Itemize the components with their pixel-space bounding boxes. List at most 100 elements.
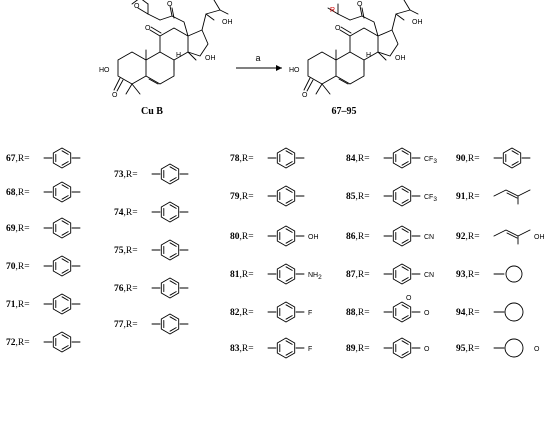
r-group-entry: 79,R= [230,185,305,207]
entry-label: 90,R= [456,154,480,164]
product-label: 67–95 [332,106,357,117]
entry-label: 85,R= [346,192,370,202]
entry-suffix: ,R= [124,170,138,180]
entry-number: 79 [230,192,240,202]
r-group-entry: 90,R= [456,147,531,169]
entry-label: 81,R= [230,270,254,280]
product-structure [303,0,419,95]
entry-number: 70 [6,262,16,272]
r-group-entry: 85,R= CF3 [346,185,437,207]
entry-number: 78 [230,154,240,164]
ring-double-bond [169,327,177,332]
entry-suffix: ,R= [16,154,30,164]
ring-double-bond [285,266,293,271]
entry-label: 91,R= [456,192,480,202]
reactant-o-atom: O [112,92,118,99]
entry-atom-label: CF3 [424,194,437,203]
reaction-arrow [236,65,282,71]
entry-number: 71 [6,300,16,310]
ring-double-bond [401,239,409,244]
entry-structure: O [493,338,540,358]
ring-double-bond [169,291,177,296]
entry-atom-label: CF3 [424,156,437,165]
reactant-atom-labels: HO O O OH OH O O H [99,1,233,99]
entry-suffix: ,R= [16,338,30,348]
ring-double-bond [285,150,293,155]
entry-structure [493,147,531,169]
ring-bond [392,185,412,207]
r-group-entry: 82,R=F [230,301,312,323]
ring-double-bond [169,253,177,258]
ring-double-bond [61,150,69,155]
r-group-entry: 91,R= [456,189,531,205]
r-group-entry: 94,R= [456,302,524,322]
ring-bond [502,147,522,169]
entry-structure: OO [383,295,430,323]
entry-structure: O [383,337,430,359]
r-group-entry: 77,R= [114,313,189,335]
ring-bond [276,147,296,169]
ring-double-bond [285,315,293,320]
product-side-o-atom: O [357,1,363,8]
r-group-entry: 70,R= [6,255,81,277]
ring-double-bond [401,277,409,282]
reactant-side-oh-atom: OH [222,19,233,26]
ring-bond [392,225,412,247]
product-atom-labels: R HO O O OH OH O H [289,1,423,99]
entry-label: 71,R= [6,300,30,310]
ring-double-bond [511,161,519,166]
entry-structure [493,189,531,205]
entry-label: 82,R= [230,308,254,318]
ring-double-bond [169,204,177,209]
entry-label: 87,R= [346,270,370,280]
ring-double-bond [401,304,409,309]
entry-suffix: ,R= [356,308,370,318]
entry-label: 77,R= [114,320,138,330]
product-c11-o-atom: O [335,25,341,32]
entry-number: 95 [456,344,466,354]
entry-number: 73 [114,170,124,180]
entry-label: 92,R= [456,232,480,242]
reactant-h-atom: H [176,52,181,59]
entry-number: 94 [456,308,466,318]
entry-label: 78,R= [230,154,254,164]
r-group-entry: 80,R=OH [230,225,319,247]
ring-bond [276,263,296,285]
entry-suffix: ,R= [356,192,370,202]
entry-suffix: ,R= [240,344,254,354]
ring-double-bond [169,166,177,171]
entry-label: 72,R= [6,338,30,348]
entry-suffix: ,R= [16,262,30,272]
ring-double-bond [285,340,293,345]
ring-double-bond [401,161,409,166]
entry-number: 86 [346,232,356,242]
entry-label: 83,R= [230,344,254,354]
entry-number: 93 [456,270,466,280]
ring-bond [160,277,180,299]
ring-bond [392,147,412,169]
ring-double-bond [61,307,69,312]
r-group-entry: 83,R=F [230,337,312,359]
entry-number: 67 [6,154,16,164]
entry-structure: CN [383,225,434,247]
reactant-label: Cu B [141,106,163,117]
r-group-entry: 67,R= [6,147,81,169]
ring-double-bond [285,277,293,282]
r-group-entry: 93,R= [456,265,523,283]
entry-suffix: ,R= [240,192,254,202]
r-group-entry: 74,R= [114,201,189,223]
r-group-entry: 68,R= [6,181,81,203]
product-oh-atom: OH [395,55,406,62]
entry-atom-label: OH [308,234,319,241]
entry-number: 88 [346,308,356,318]
ring-bond [52,293,72,315]
entry-suffix: ,R= [240,308,254,318]
entry-number: 72 [6,338,16,348]
ring-double-bond [61,161,69,166]
r-group-table: 67,R=68,R=69,R=70,R=71,R=72,R=73,R=74,R=… [6,147,545,359]
r-group-entry: 69,R= [6,217,81,239]
ring-bond [276,337,296,359]
ring-bond [52,181,72,203]
ring-double-bond [61,220,69,225]
entry-number: 92 [456,232,466,242]
